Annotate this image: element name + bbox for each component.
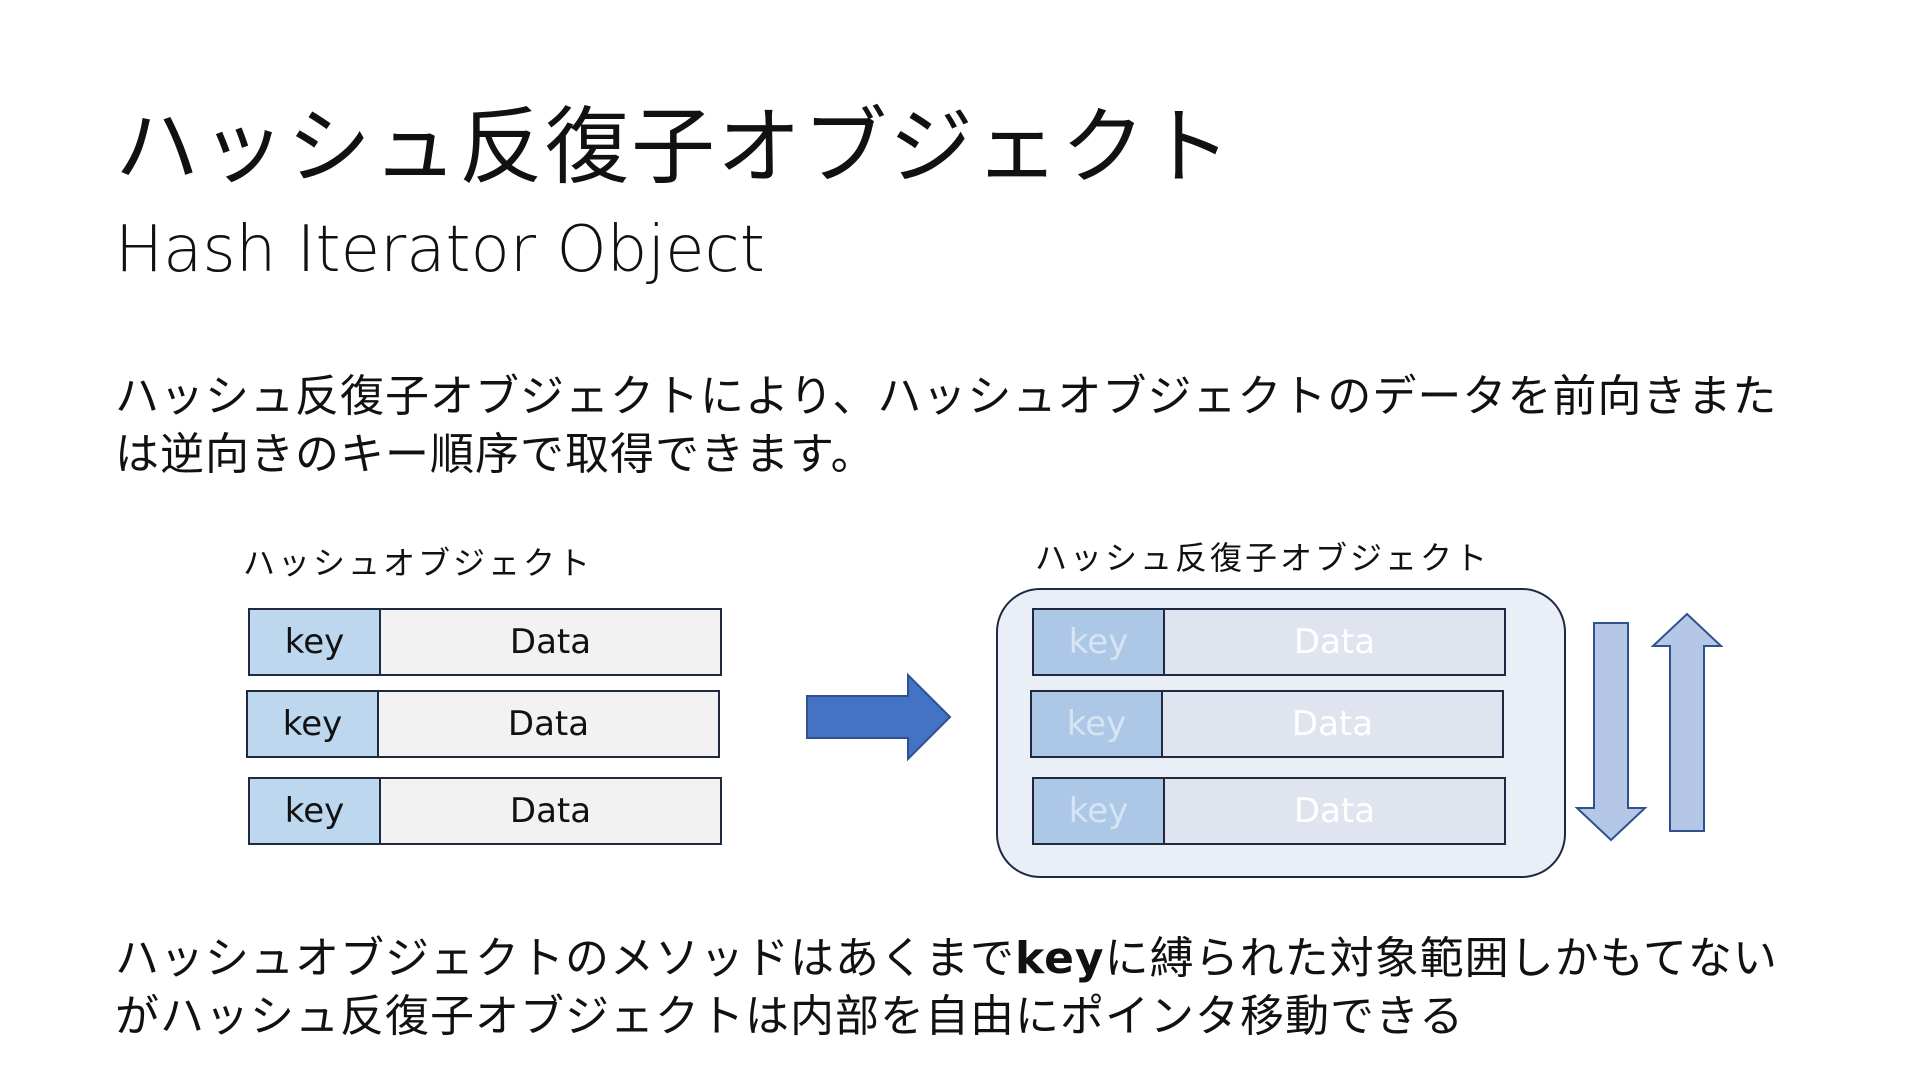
hash-iterator-row: key Data xyxy=(1032,777,1506,845)
description-bottom: ハッシュオブジェクトのメソッドはあくまでkeyに縛られた対象範囲しかもてないがハ… xyxy=(115,930,1815,1046)
description-top: ハッシュ反復子オブジェクトにより、ハッシュオブジェクトのデータを前向きまたは逆向… xyxy=(115,371,1778,480)
hash-iterator-data: Data xyxy=(1165,610,1504,674)
hash-object-key: key xyxy=(250,779,381,843)
description-bottom-before: ハッシュオブジェクトのメソッドはあくまで xyxy=(115,933,1015,984)
hash-object-row: key Data xyxy=(246,690,720,758)
hash-object-key: key xyxy=(250,610,381,674)
hash-object-data: Data xyxy=(379,692,718,756)
hash-object-label: ハッシュオブジェクト xyxy=(243,544,594,582)
page-subtitle: Hash Iterator Object xyxy=(115,213,765,287)
hash-iterator-data: Data xyxy=(1165,779,1504,843)
down-arrow-icon xyxy=(1574,622,1648,842)
hash-object-row: key Data xyxy=(248,777,722,845)
hash-iterator-label: ハッシュ反復子オブジェクト xyxy=(1035,539,1491,577)
description-bottom-after: に縛られた対象範囲しかもてないがハッシュ反復子オブジェクトは内部を自由にポインタ… xyxy=(115,933,1778,1042)
right-arrow-icon xyxy=(806,672,952,762)
hash-iterator-data: Data xyxy=(1163,692,1502,756)
up-arrow-icon xyxy=(1650,612,1724,832)
hash-object-row: key Data xyxy=(248,608,722,676)
hash-iterator-row: key Data xyxy=(1032,608,1506,676)
hash-iterator-key: key xyxy=(1034,610,1165,674)
hash-iterator-key: key xyxy=(1032,692,1163,756)
hash-object-data: Data xyxy=(381,779,720,843)
description-bottom-emphasis: key xyxy=(1015,933,1105,984)
hash-object-data: Data xyxy=(381,610,720,674)
page-title: ハッシュ反復子オブジェクト xyxy=(115,98,1234,196)
hash-iterator-key: key xyxy=(1034,779,1165,843)
hash-object-key: key xyxy=(248,692,379,756)
hash-iterator-row: key Data xyxy=(1030,690,1504,758)
